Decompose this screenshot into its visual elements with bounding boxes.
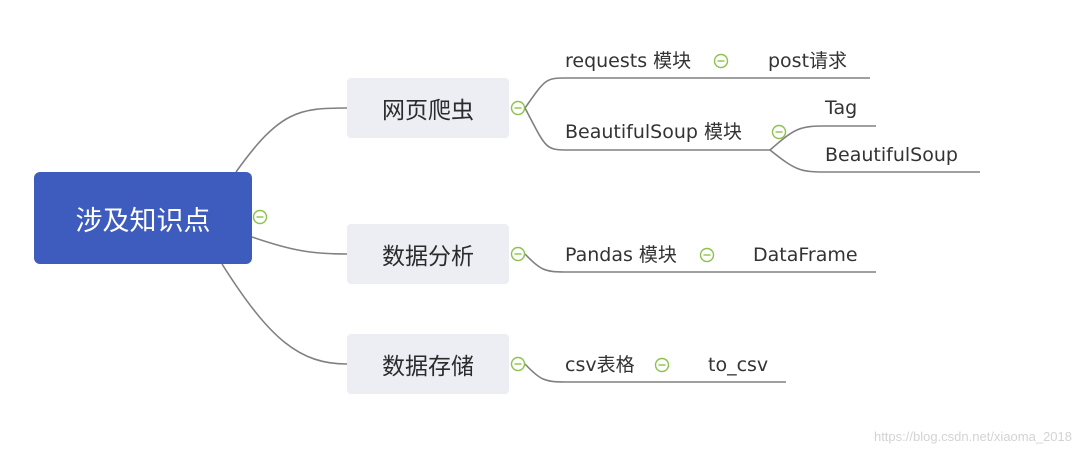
connector-crawler-requests (524, 77, 752, 109)
leaf-requests[interactable]: requests 模块 (565, 50, 692, 72)
leaf-csv[interactable]: csv表格 (565, 354, 635, 376)
watermark: https://blog.csdn.net/xiaoma_2018 (873, 429, 1072, 444)
branch-web-crawler[interactable]: 网页爬虫 (347, 78, 509, 138)
connector-bs-tag (769, 125, 876, 151)
branch-label: 网页爬虫 (382, 98, 474, 124)
connector-root-crawler (235, 107, 348, 173)
connector-crawler-bs (524, 107, 770, 151)
leaf-post-request[interactable]: post请求 (768, 50, 848, 72)
leaf-to-csv[interactable]: to_csv (708, 354, 769, 376)
connector-root-storage (221, 263, 348, 365)
branch-data-storage[interactable]: 数据存储 (347, 334, 509, 394)
connector-storage-csv (524, 363, 786, 383)
leaf-beautifulsoup[interactable]: BeautifulSoup (825, 144, 958, 166)
connector-bs-beautifulsoup (769, 149, 980, 173)
root-node[interactable]: 涉及知识点 (34, 172, 252, 264)
connector-analysis-pandas (524, 253, 876, 273)
root-label: 涉及知识点 (75, 205, 211, 237)
leaf-pandas[interactable]: Pandas 模块 (565, 244, 677, 266)
connector-root-analysis (251, 236, 348, 255)
leaf-beautifulsoup-module[interactable]: BeautifulSoup 模块 (565, 121, 742, 143)
branch-data-analysis[interactable]: 数据分析 (347, 224, 509, 284)
branch-label: 数据分析 (382, 244, 474, 270)
leaf-tag[interactable]: Tag (825, 97, 858, 119)
leaf-dataframe[interactable]: DataFrame (753, 244, 858, 266)
branch-label: 数据存储 (382, 354, 474, 380)
